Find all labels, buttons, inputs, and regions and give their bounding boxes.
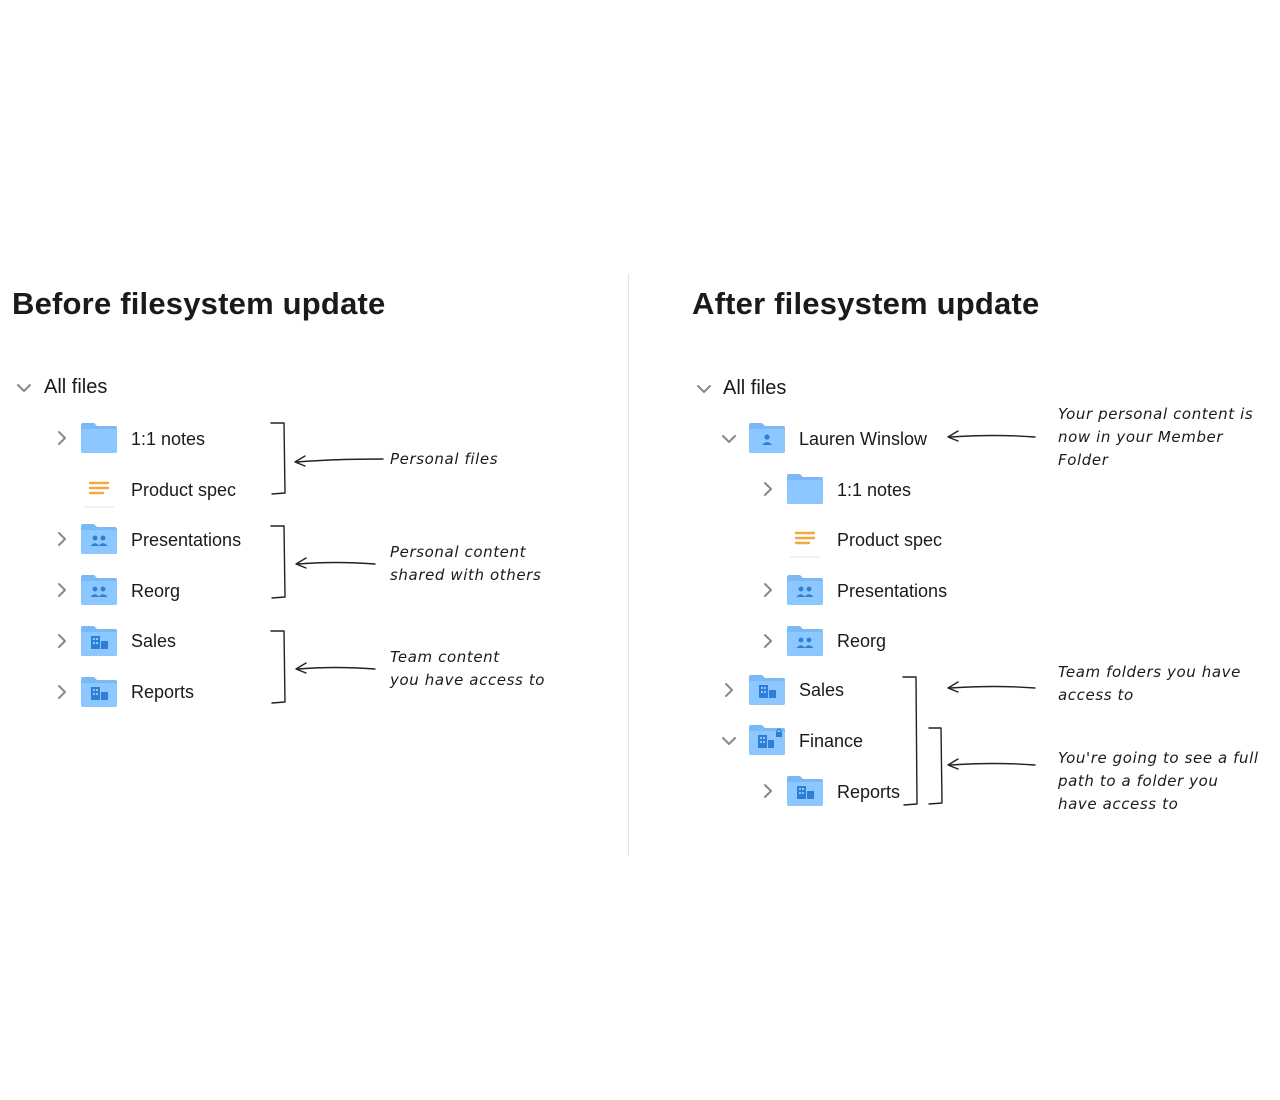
shared-folder-icon <box>80 523 118 555</box>
chevron-down-icon[interactable] <box>15 379 33 397</box>
tree-item-label[interactable]: Finance <box>799 731 864 751</box>
shared-folder-icon <box>786 625 824 657</box>
all-files-label[interactable]: All files <box>723 377 787 399</box>
chevron-right-icon[interactable] <box>53 429 71 447</box>
tree-item-label[interactable]: Presentations <box>837 581 948 601</box>
annotation-note: Personal content shared with others <box>390 543 542 584</box>
chevron-down-icon[interactable] <box>720 732 738 750</box>
tree-item-label[interactable]: Reports <box>837 782 901 802</box>
annotation-note: Team folders you have access to <box>1058 663 1241 704</box>
chevron-right-icon[interactable] <box>759 581 777 599</box>
chevron-right-icon[interactable] <box>759 480 777 498</box>
tree-item-label[interactable]: Product spec <box>837 530 943 550</box>
tree-item-label[interactable]: Reports <box>131 682 195 702</box>
tree-item-label[interactable]: Reorg <box>837 631 887 651</box>
tree-item-label[interactable]: 1:1 notes <box>837 480 912 500</box>
before-title: Before filesystem update <box>12 286 386 321</box>
tree-item-label[interactable]: Sales <box>799 680 845 700</box>
shared-folder-icon <box>80 574 118 606</box>
chevron-down-icon[interactable] <box>695 380 713 398</box>
document-icon <box>787 523 823 558</box>
chevron-right-icon[interactable] <box>759 632 777 650</box>
after-title: After filesystem update <box>692 286 1040 321</box>
shared-folder-icon <box>786 574 824 606</box>
annotation-brackets <box>270 422 384 704</box>
chevron-right-icon[interactable] <box>53 683 71 701</box>
chevron-right-icon[interactable] <box>53 530 71 548</box>
tree-item-label[interactable]: Presentations <box>131 530 242 550</box>
team-folder-icon <box>748 674 786 706</box>
annotation-note: Personal files <box>390 450 499 468</box>
tree-item-label[interactable]: Reorg <box>131 581 181 601</box>
chevron-right-icon[interactable] <box>759 782 777 800</box>
member-folder-icon <box>748 422 786 454</box>
section-divider <box>628 274 629 856</box>
tree-item-label[interactable]: 1:1 notes <box>131 429 206 449</box>
chevron-right-icon[interactable] <box>53 581 71 599</box>
tree-item-label[interactable]: Sales <box>131 631 177 651</box>
team-folder-icon <box>80 676 118 708</box>
annotation-note: You're going to see a full path to a fol… <box>1058 749 1259 813</box>
chevron-right-icon[interactable] <box>720 681 738 699</box>
annotation-note: Team content you have access to <box>390 648 546 689</box>
folder-icon <box>80 422 118 454</box>
all-files-label[interactable]: All files <box>44 376 108 398</box>
team-folder-icon <box>80 625 118 657</box>
folder-icon <box>786 473 824 505</box>
chevron-right-icon[interactable] <box>53 632 71 650</box>
tree-item-label[interactable]: Lauren Winslow <box>799 429 928 449</box>
locked-team-folder-icon <box>748 724 786 756</box>
annotation-note: Your personal content is now in your Mem… <box>1058 405 1254 469</box>
team-folder-icon <box>786 775 824 807</box>
annotation-brackets <box>902 430 1036 806</box>
document-icon <box>81 473 117 508</box>
chevron-down-icon[interactable] <box>720 430 738 448</box>
tree-item-label[interactable]: Product spec <box>131 480 237 500</box>
